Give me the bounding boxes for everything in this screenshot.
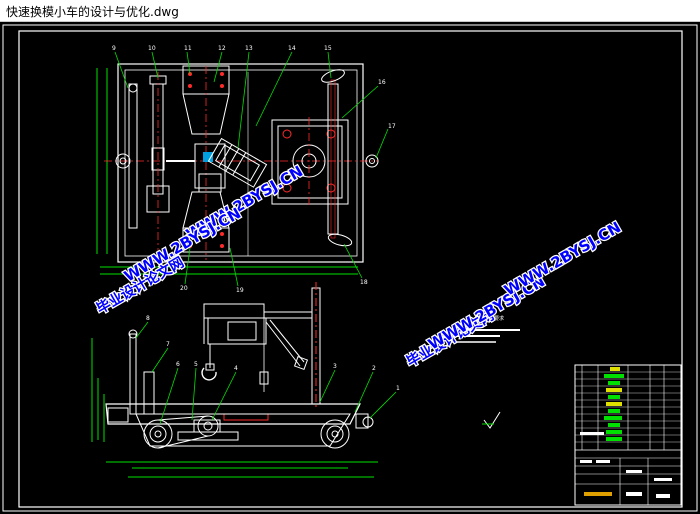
window-title: 快速换模小车的设计与优化.dwg <box>6 5 179 19</box>
part-label-11: 11 <box>184 45 192 52</box>
part-label-10: 10 <box>148 45 156 52</box>
part-label-8: 8 <box>146 315 150 322</box>
tech-req-label: 技术要求 <box>484 315 504 322</box>
part-label-16: 16 <box>378 79 386 86</box>
part-label-17: 17 <box>388 123 396 130</box>
top-view <box>96 51 389 287</box>
part-label-20: 20 <box>180 285 188 292</box>
part-number-labels: 9 10 11 12 13 14 15 16 17 18 19 20 1 2 3… <box>112 45 400 392</box>
part-label-12: 12 <box>218 45 226 52</box>
part-label-7: 7 <box>166 341 170 348</box>
part-label-5: 5 <box>194 361 198 368</box>
watermarks: WWW.2BYSJ.CN 毕业设计论文网 WWW.2BYSJ.CN 毕业设计论文… <box>92 161 625 372</box>
part-label-13: 13 <box>245 45 253 52</box>
watermark-url-4: WWW.2BYSJ.CN <box>501 218 624 299</box>
part-label-18: 18 <box>360 279 368 286</box>
watermark-url-2: WWW.2BYSJ.CN <box>121 204 244 285</box>
part-label-2: 2 <box>372 365 376 372</box>
part-label-14: 14 <box>288 45 296 52</box>
part-label-15: 15 <box>324 45 332 52</box>
technical-requirements: 技术要求 <box>452 315 520 343</box>
part-label-4: 4 <box>234 365 238 372</box>
window-title-bar: 快速换模小车的设计与优化.dwg <box>0 0 700 22</box>
part-label-9: 9 <box>112 45 116 52</box>
front-view <box>91 282 397 478</box>
outer-frame <box>2 24 698 512</box>
roughness-symbol <box>482 411 501 429</box>
inner-frame <box>18 30 683 508</box>
title-block <box>574 364 682 506</box>
part-label-19: 19 <box>236 287 244 294</box>
cad-drawing-canvas[interactable]: 9 10 11 12 13 14 15 16 17 18 19 20 1 2 3… <box>0 22 700 514</box>
part-label-6: 6 <box>176 361 180 368</box>
drawing-svg: 9 10 11 12 13 14 15 16 17 18 19 20 1 2 3… <box>2 24 698 512</box>
part-label-3: 3 <box>333 363 337 370</box>
part-label-1: 1 <box>396 385 400 392</box>
